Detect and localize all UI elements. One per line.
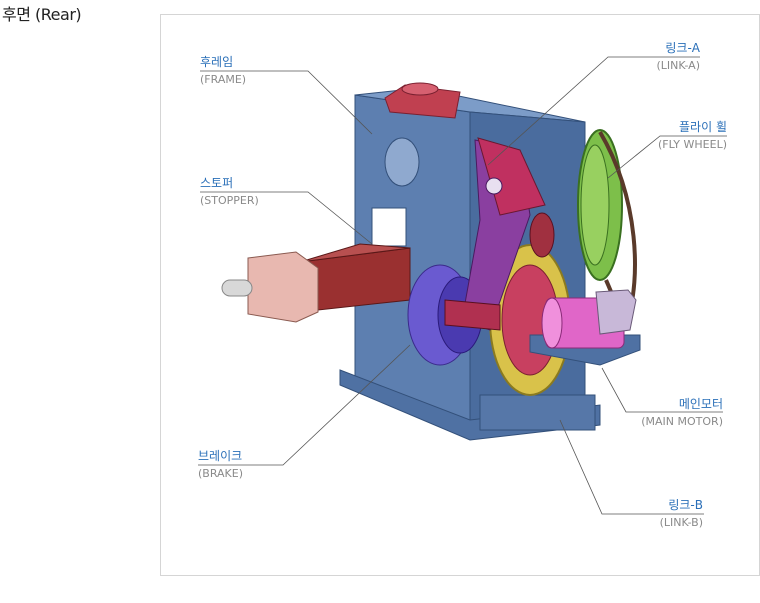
leader-link-a <box>487 56 700 166</box>
label-stopper-en: (STOPPER) <box>200 194 259 208</box>
label-flywheel-ko: 플라이 휠 <box>679 120 727 134</box>
label-brake-en: (BRAKE) <box>198 467 244 481</box>
link-b-slider <box>444 299 501 331</box>
label-frame: 후레임 (FRAME) <box>200 55 246 87</box>
leader-brake <box>198 344 411 466</box>
leader-frame <box>200 70 373 135</box>
label-flywheel-en: (FLY WHEEL) <box>658 138 727 152</box>
stopper-top <box>299 243 411 263</box>
leader-flywheel <box>607 135 727 179</box>
label-link-a-ko: 링크-A <box>665 41 700 55</box>
frame-head <box>384 84 461 119</box>
motor-fan <box>595 289 637 335</box>
stopper-flange <box>247 251 319 323</box>
frame-cover <box>384 137 420 187</box>
label-link-b: 링크-B (LINK-B) <box>660 498 703 530</box>
leader-link-b <box>559 419 704 515</box>
label-stopper: 스토퍼 (STOPPER) <box>200 176 259 208</box>
label-brake: 브레이크 (BRAKE) <box>198 449 243 481</box>
label-main-motor-en: (MAIN MOTOR) <box>641 415 723 429</box>
page-title: 후면 (Rear) <box>2 5 82 24</box>
label-link-b-en: (LINK-B) <box>659 516 703 530</box>
label-main-motor: 메인모터 (MAIN MOTOR) <box>641 397 723 429</box>
label-frame-en: (FRAME) <box>200 73 247 87</box>
stopper-shaft <box>221 279 253 297</box>
leader-main-motor <box>601 367 723 413</box>
frame-window <box>371 207 407 247</box>
main-motor-end <box>541 297 563 349</box>
label-link-a-en: (LINK-A) <box>656 59 701 73</box>
label-main-motor-ko: 메인모터 <box>678 397 723 411</box>
label-link-a: 링크-A (LINK-A) <box>657 41 701 73</box>
label-stopper-ko: 스토퍼 <box>200 176 234 190</box>
label-flywheel: 플라이 휠 (FLY WHEEL) <box>658 120 727 152</box>
label-brake-ko: 브레이크 <box>198 449 243 463</box>
frame-head-cap <box>401 82 439 96</box>
pinion-gear <box>529 212 555 258</box>
label-frame-ko: 후레임 <box>200 55 234 69</box>
link-a-pin <box>485 177 503 195</box>
leader-stopper <box>200 191 373 245</box>
flywheel-face <box>580 144 610 266</box>
frame-foot <box>479 394 596 431</box>
label-link-b-ko: 링크-B <box>668 498 703 512</box>
